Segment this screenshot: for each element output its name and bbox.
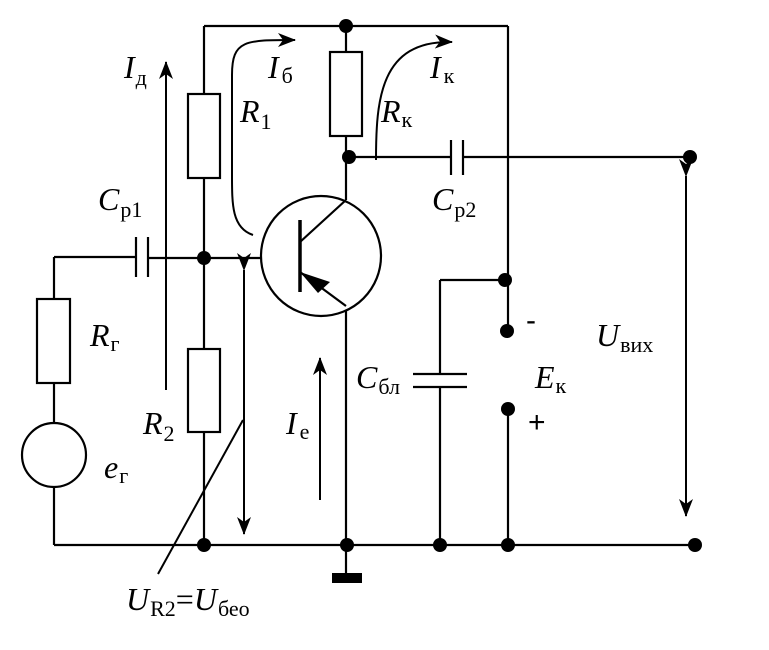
- ek-minus-sign: -: [526, 304, 536, 337]
- label-cp1: Cр1: [98, 181, 142, 222]
- transistor: [259, 194, 383, 318]
- label-rk: Rк: [380, 93, 413, 132]
- arrows: [157, 33, 693, 575]
- node-ek-plus: [501, 402, 515, 416]
- transistor-emitter-arrow: [300, 272, 330, 293]
- wires: [52, 24, 696, 583]
- transistor-body: [259, 194, 383, 318]
- label-r2: R2: [142, 405, 175, 446]
- resistor-r1: [186, 92, 222, 180]
- label-id: Iд: [123, 49, 147, 90]
- node-bottom-emitter: [340, 538, 354, 552]
- node-output-top: [683, 150, 697, 164]
- node-collector: [342, 150, 356, 164]
- ik-current-arrow: [375, 34, 453, 161]
- node-base: [197, 251, 211, 265]
- signal-source-eg: [20, 421, 88, 489]
- ib-current-arrow: [231, 33, 296, 236]
- junction-dots: [197, 19, 702, 552]
- node-bottom-ek: [501, 538, 515, 552]
- node-output-bottom: [688, 538, 702, 552]
- node-bottom-r2: [197, 538, 211, 552]
- resistor-rg: [35, 297, 72, 385]
- node-top: [339, 19, 353, 33]
- label-r1: R1: [239, 93, 272, 134]
- ek-plus-sign: +: [528, 406, 546, 439]
- label-uvyh: Uвих: [596, 317, 653, 357]
- label-cp2: Cр2: [432, 181, 476, 222]
- capacitor-cp2: [449, 140, 465, 175]
- capacitor-cbl: [413, 372, 467, 389]
- transistor-collector-lead: [299, 199, 347, 243]
- node-supply: [498, 273, 512, 287]
- resistor-rk: [328, 50, 364, 138]
- capacitor-cp1: [134, 237, 150, 277]
- resistor-r2: [186, 347, 222, 434]
- label-ur2-equals-ubeo: UR2=Uбео: [126, 581, 250, 621]
- label-eg: eг: [104, 449, 128, 488]
- ur2-pointer-line: [157, 419, 244, 575]
- node-bottom-cbl: [433, 538, 447, 552]
- label-ek: Eк: [534, 359, 567, 398]
- node-ek-minus: [500, 324, 514, 338]
- label-cbl: Cбл: [356, 359, 400, 399]
- label-rg: Rг: [89, 317, 120, 356]
- ground-symbol: [332, 573, 362, 583]
